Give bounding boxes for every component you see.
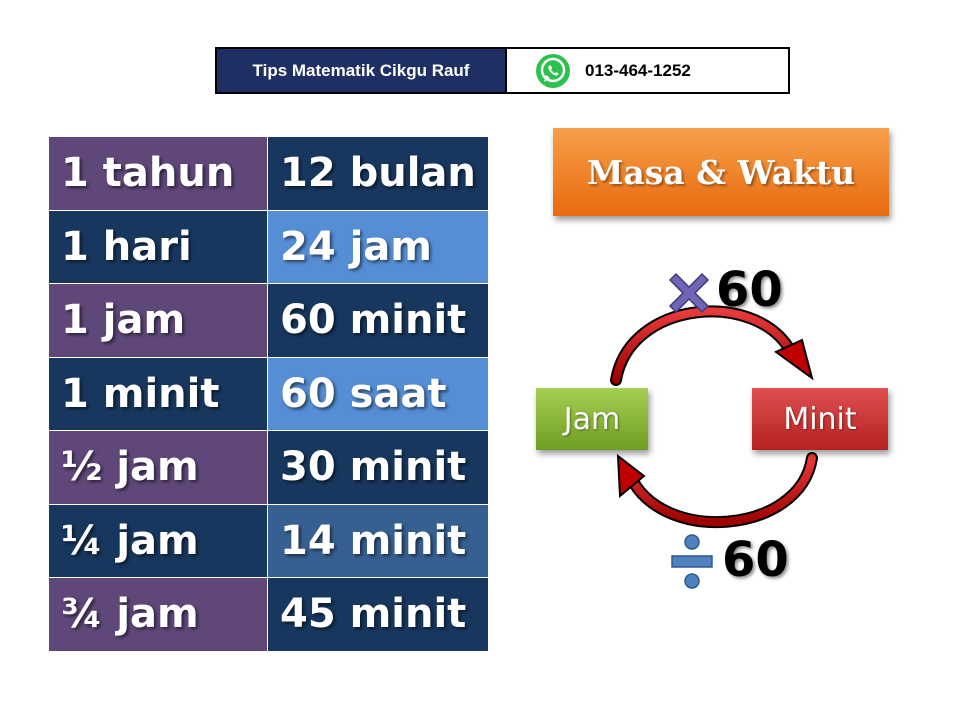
unit-cell: ½ jam [48, 430, 268, 505]
table-row: 1 hari 24 jam [48, 209, 489, 284]
cycle-arrows [610, 305, 818, 529]
minit-box: Minit [752, 388, 888, 450]
table-row: ¼ jam 14 minit [48, 503, 489, 578]
value-cell: 14 minit [267, 503, 489, 578]
unit-cell: 1 tahun [48, 136, 268, 211]
table-row: ½ jam 30 minit [48, 430, 489, 505]
unit-cell: 1 hari [48, 209, 268, 284]
multiply-value: 60 [716, 262, 783, 318]
whatsapp-icon [536, 53, 570, 88]
divide-arrow [616, 452, 818, 529]
value-cell: 45 minit [267, 577, 489, 652]
jam-box: Jam [536, 388, 648, 450]
times-icon [668, 272, 710, 314]
unit-cell: ¼ jam [48, 503, 268, 578]
table-row: 1 tahun 12 bulan [48, 136, 489, 211]
brand-label: Tips Matematik Cikgu Rauf [217, 49, 505, 92]
unit-cell: ¾ jam [48, 577, 268, 652]
value-cell: 24 jam [267, 209, 489, 284]
multiply-arrow [610, 305, 814, 386]
divide-value: 60 [722, 532, 789, 588]
page-title: Masa & Waktu [553, 128, 889, 216]
table-row: 1 jam 60 minit [48, 283, 489, 358]
time-conversion-table: 1 tahun 12 bulan 1 hari 24 jam 1 jam 60 … [48, 136, 489, 652]
table-body: 1 tahun 12 bulan 1 hari 24 jam 1 jam 60 … [48, 136, 489, 652]
phone-number: 013-464-1252 [585, 60, 691, 80]
table-row: ¾ jam 45 minit [48, 577, 489, 652]
value-cell: 30 minit [267, 430, 489, 505]
table-row: 1 minit 60 saat [48, 356, 489, 431]
divide-icon [671, 534, 713, 589]
unit-cell: 1 minit [48, 356, 268, 431]
header-banner: Tips Matematik Cikgu Rauf 013-464-1252 [215, 47, 790, 94]
unit-cell: 1 jam [48, 283, 268, 358]
value-cell: 60 minit [267, 283, 489, 358]
value-cell: 12 bulan [267, 136, 489, 211]
conversion-diagram: Jam Minit 60 60 [520, 260, 920, 600]
contact-area: 013-464-1252 [505, 49, 788, 92]
value-cell: 60 saat [267, 356, 489, 431]
